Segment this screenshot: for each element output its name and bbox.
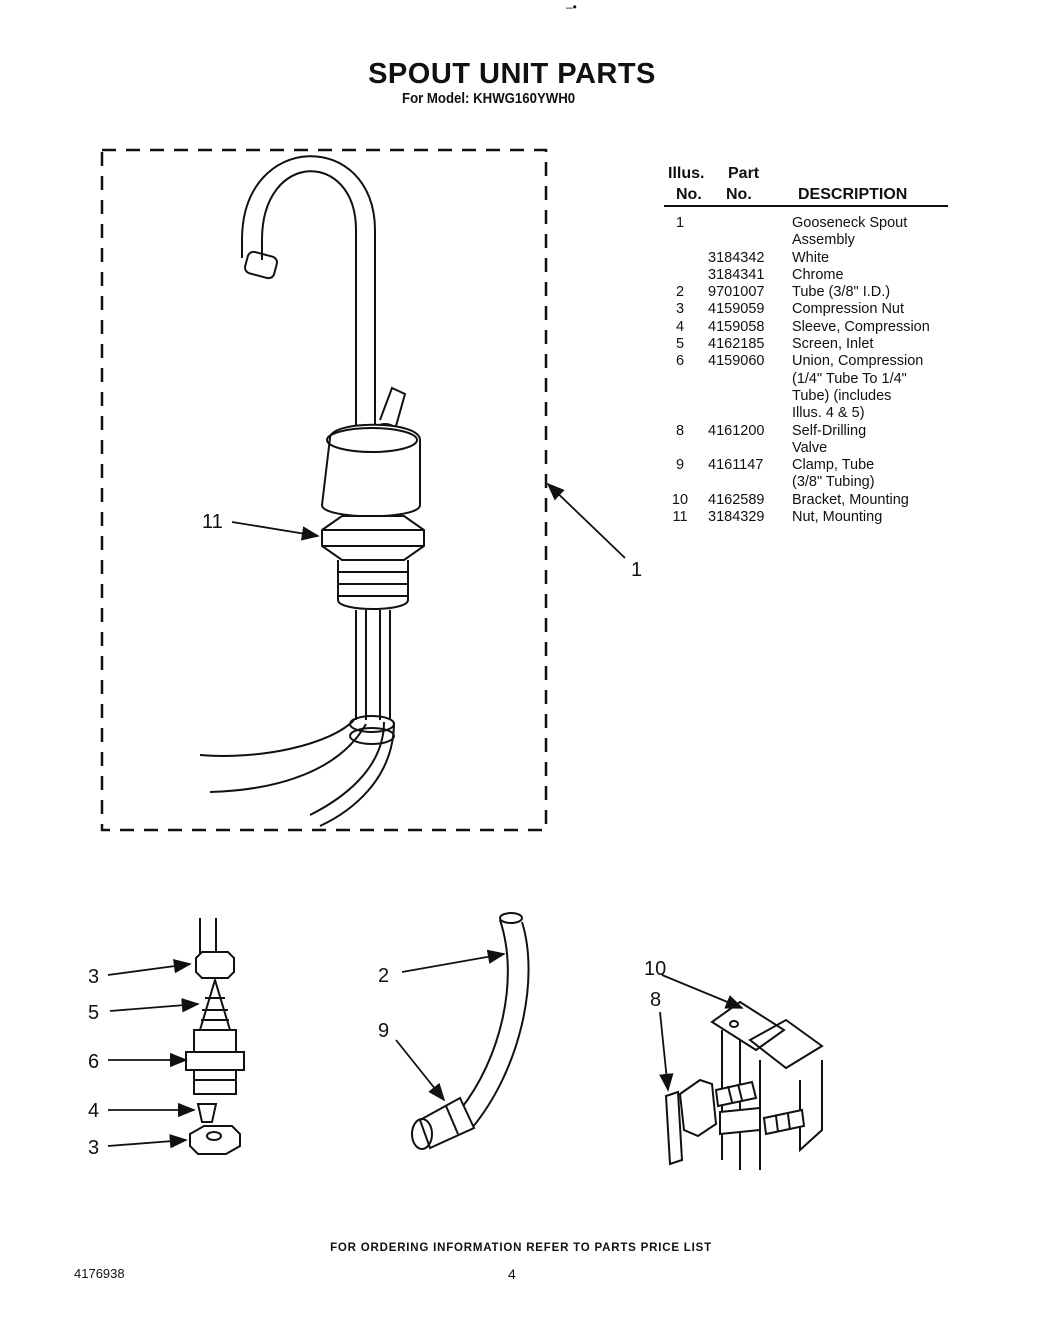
- table-row: Valve: [664, 440, 964, 457]
- illus-number: 9: [675, 457, 685, 474]
- table-row: 6 4159060 Union, Compression: [664, 353, 964, 370]
- table-row: 9 4161147 Clamp, Tube: [664, 457, 964, 474]
- part-description: Bracket, Mounting: [792, 491, 909, 508]
- illus-number: 3: [675, 301, 685, 318]
- arrow-9: [395, 1039, 446, 1102]
- part-description: (1/4" Tube To 1/4": [792, 370, 907, 387]
- arrow-1: [546, 482, 626, 559]
- arrow-2: [401, 949, 506, 973]
- document-number: 4176938: [74, 1266, 125, 1281]
- part-description: Clamp, Tube: [792, 457, 875, 474]
- callout-2: 2: [378, 965, 390, 987]
- callout-9: 9: [378, 1020, 390, 1042]
- part-description: Compression Nut: [792, 301, 905, 318]
- header-illus-line2: No.: [676, 186, 702, 203]
- part-description: Tube (3/8" I.D.): [792, 284, 891, 301]
- gooseneck-spout: [199, 155, 425, 827]
- illus-number: 2: [675, 284, 685, 301]
- part-number: 4159058: [708, 318, 765, 335]
- arrow-5: [109, 998, 200, 1013]
- part-number: 4159060: [708, 353, 765, 370]
- table-row: 11 3184329 Nut, Mounting: [664, 509, 964, 526]
- table-row: 10 4162589 Bracket, Mounting: [664, 492, 964, 509]
- valve-and-bracket: [664, 1000, 824, 1170]
- table-row: 8 4161200 Self-Drilling: [664, 423, 964, 440]
- callout-3-lower: 3: [88, 1137, 100, 1159]
- illus-number: 5: [675, 336, 685, 353]
- table-row: 3184342 White: [664, 250, 964, 267]
- table-row: Tube) (includes: [664, 388, 964, 405]
- part-description: (3/8" Tubing): [792, 474, 875, 491]
- part-number: 9701007: [708, 284, 765, 301]
- table-row: Assembly: [664, 232, 964, 249]
- page-title: SPOUT UNIT PARTS: [368, 58, 656, 90]
- part-description: Nut, Mounting: [792, 509, 883, 526]
- illus-number: 1: [675, 215, 685, 231]
- table-row: 3 4159059 Compression Nut: [664, 301, 964, 318]
- part-description: Screen, Inlet: [792, 336, 874, 353]
- illus-number: 4: [675, 318, 685, 335]
- table-row: 2 9701007 Tube (3/8" I.D.): [664, 284, 964, 301]
- part-description: Sleeve, Compression: [792, 318, 930, 335]
- part-description: Assembly: [792, 232, 855, 249]
- part-description: Chrome: [792, 266, 844, 283]
- table-row: (1/4" Tube To 1/4": [664, 371, 964, 388]
- part-number: 3184341: [708, 266, 765, 283]
- header-part-line2: No.: [726, 186, 752, 203]
- page-number: 4: [508, 1266, 516, 1282]
- part-description: Union, Compression: [792, 353, 924, 370]
- callout-11: 11: [202, 511, 223, 533]
- top-mark: –•: [566, 0, 577, 14]
- part-number: 4162185: [708, 336, 765, 353]
- illus-number: 11: [672, 509, 688, 526]
- part-number: 3184329: [708, 509, 765, 526]
- arrow-8: [659, 1011, 674, 1092]
- callout-5: 5: [88, 1002, 100, 1024]
- callout-1: 1: [631, 559, 643, 581]
- arrow-10: [661, 974, 744, 1009]
- table-row: 5 4162185 Screen, Inlet: [664, 336, 964, 353]
- compression-fitting-stack: [185, 918, 245, 1155]
- part-description: Valve: [792, 439, 828, 456]
- part-description: Illus. 4 & 5): [792, 405, 865, 422]
- table-row: Illus. 4 & 5): [664, 405, 964, 422]
- part-number: 4161200: [708, 422, 765, 439]
- part-number: 4159059: [708, 301, 765, 318]
- model-subtitle: For Model: KHWG160YWH0: [402, 90, 576, 107]
- header-part-line1: Part: [728, 165, 760, 182]
- illus-number: 8: [675, 422, 685, 439]
- table-row: (3/8" Tubing): [664, 474, 964, 491]
- callout-10: 10: [644, 958, 667, 980]
- part-description: White: [792, 249, 830, 266]
- part-number: 3184342: [708, 249, 765, 266]
- ordering-note: FOR ORDERING INFORMATION REFER TO PARTS …: [330, 1242, 712, 1254]
- header-illus-line1: Illus.: [668, 165, 705, 182]
- arrow-3a: [107, 959, 192, 976]
- table-row: 1 Gooseneck Spout: [664, 215, 964, 232]
- arrow-11: [231, 521, 320, 541]
- header-description: DESCRIPTION: [798, 186, 908, 203]
- part-description: Tube) (includes: [792, 387, 892, 404]
- callout-3-nut: 3: [88, 966, 100, 988]
- part-number: 4161147: [708, 457, 764, 474]
- part-number: 4162589: [708, 491, 765, 508]
- callout-8: 8: [650, 989, 662, 1011]
- illus-number: 10: [671, 491, 689, 508]
- part-description: Gooseneck Spout: [792, 215, 908, 231]
- tube-with-clamp: [411, 912, 530, 1150]
- illus-number: 6: [675, 353, 685, 370]
- arrow-3b: [107, 1134, 188, 1149]
- table-row: 4 4159058 Sleeve, Compression: [664, 319, 964, 336]
- callout-4: 4: [88, 1100, 100, 1122]
- callout-6: 6: [88, 1051, 100, 1073]
- assembly-boundary-box: [100, 148, 548, 832]
- part-description: Self-Drilling: [792, 422, 867, 439]
- table-row: 3184341 Chrome: [664, 267, 964, 284]
- header-rule: [664, 205, 948, 207]
